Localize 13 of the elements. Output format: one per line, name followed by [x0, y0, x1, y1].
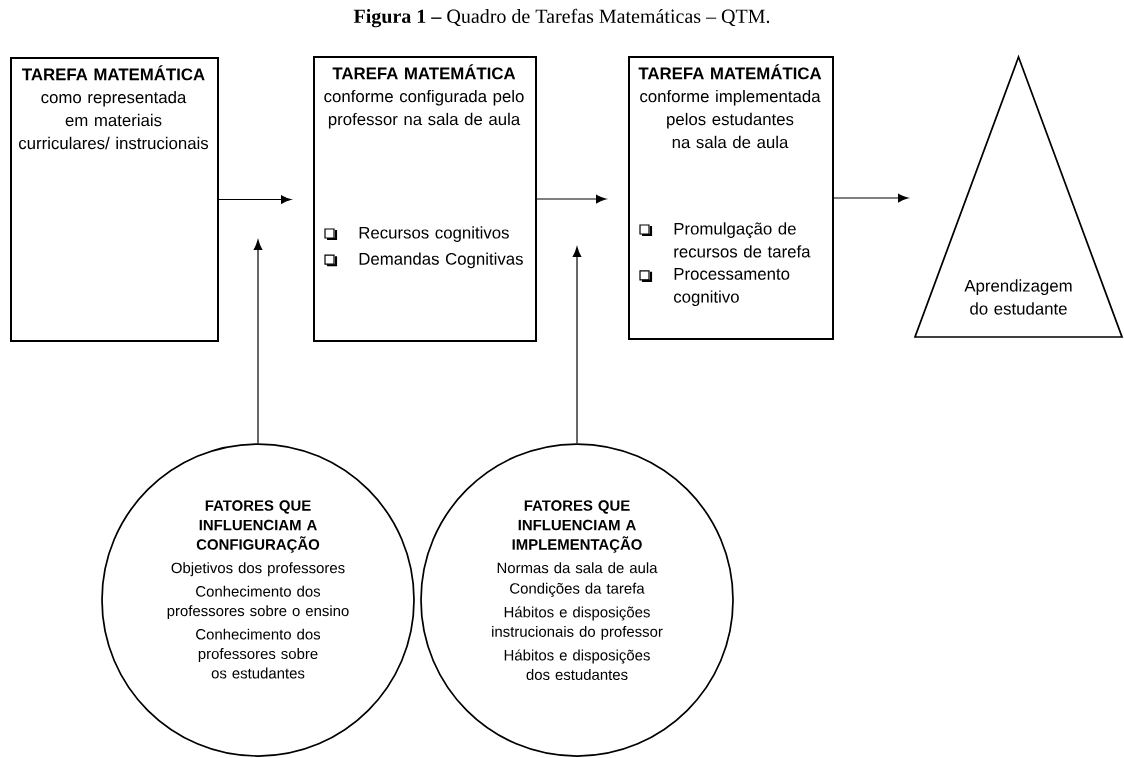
arrow [536, 194, 607, 204]
task-box: TAREFA MATEMÁTICA como representada em materiais curriculares/ instrucionais [10, 57, 219, 342]
list-item: Recursos cognitivos [359, 226, 509, 242]
list-item: Demandas Cognitivas [359, 252, 523, 269]
arrow [218, 195, 292, 204]
list-item: Promulgação de recursos de tarefa [674, 222, 811, 258]
arrow [253, 239, 263, 444]
arrow [572, 246, 582, 444]
task-box: TAREFA MATEMÁTICA conforme configurada pelo professor na sala de aula Recursos cognitivos Demandas Cognitivas [313, 56, 537, 342]
list-item: Processamento cognitivo [674, 268, 790, 307]
figure-title: Figura 1 – Quadro de Tarefas Matemáticas – QTM. [353, 8, 770, 28]
arrow [833, 193, 909, 203]
task-box: TAREFA MATEMÁTICA conforme implementada pelos estudantes na sala de aula Promulgação de recursos de tarefa Processamento cognitivo [628, 56, 834, 340]
